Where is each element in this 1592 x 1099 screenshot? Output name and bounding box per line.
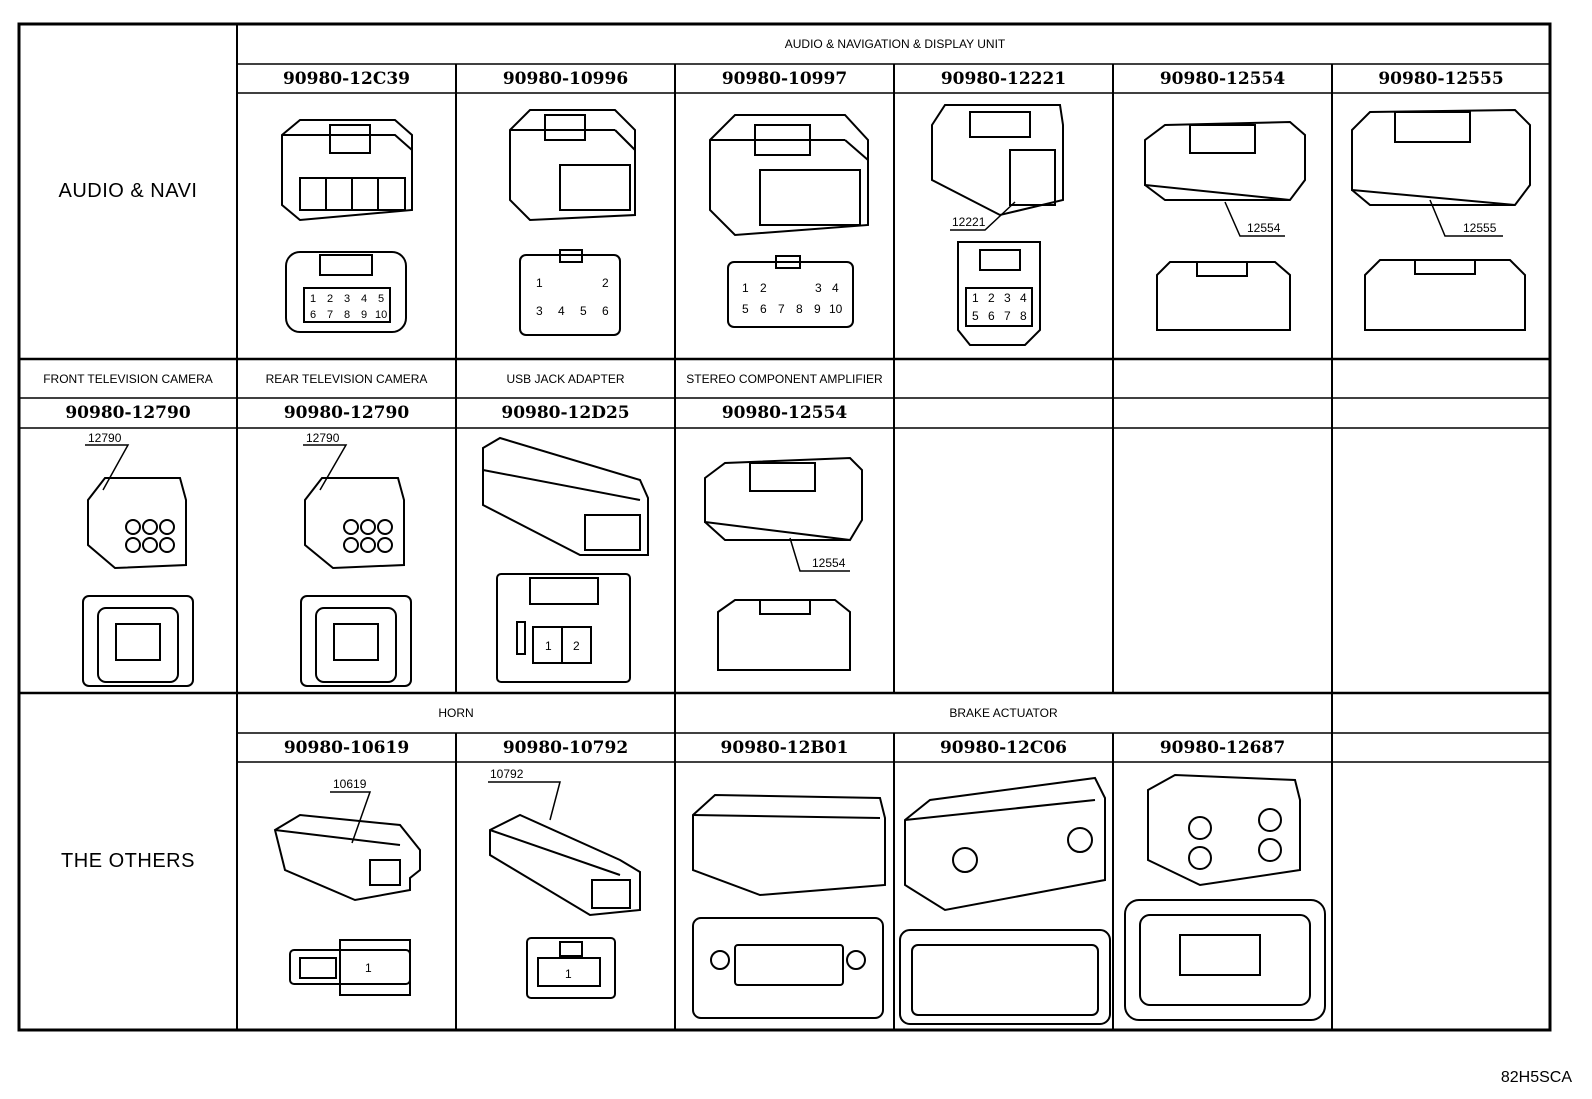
pin-number: 5 xyxy=(378,293,384,305)
connector-90980-12C06-drawing xyxy=(899,776,1111,1025)
pin-number: 10 xyxy=(375,309,387,321)
pin-number: 10 xyxy=(829,302,843,316)
callout-label: 12555 xyxy=(1463,221,1497,235)
part-number: 90980-10996 xyxy=(502,68,629,89)
part-number: 90980-12C39 xyxy=(282,68,411,89)
pin-number: 4 xyxy=(1020,291,1027,305)
connector-90980-12687-drawing xyxy=(1124,773,1326,1021)
pins-horn: 1 1 xyxy=(365,961,572,981)
pin-number: 7 xyxy=(1004,309,1011,323)
callout-label: 10792 xyxy=(490,767,524,781)
pin-number: 2 xyxy=(573,639,580,653)
pin-number: 6 xyxy=(760,302,767,316)
pins-12221: 1 2 3 4 5 6 7 8 xyxy=(972,291,1027,323)
callout-label: 12790 xyxy=(306,431,340,445)
pin-number: 1 xyxy=(565,967,572,981)
pin-number: 5 xyxy=(972,309,979,323)
part-number: 90980-12D25 xyxy=(501,403,630,423)
pin-number: 1 xyxy=(536,276,543,290)
group-usb-jack-adapter: USB JACK ADAPTER xyxy=(506,371,625,386)
pin-number: 2 xyxy=(988,291,995,305)
group-audio-navigation-display-unit: AUDIO & NAVIGATION & DISPLAY UNIT xyxy=(784,36,1006,51)
pin-number: 5 xyxy=(742,302,749,316)
group-brake-actuator: BRAKE ACTUATOR xyxy=(949,706,1058,720)
connector-90980-12554-drawing xyxy=(1144,120,1306,331)
pin-number: 4 xyxy=(558,304,565,318)
callout-label: 12554 xyxy=(1247,221,1281,235)
connector-90980-12790-rear-drawing xyxy=(300,477,412,687)
pin-number: 4 xyxy=(832,281,839,295)
part-number: 90980-12687 xyxy=(1159,737,1286,758)
callout-label: 10619 xyxy=(333,777,367,791)
figure-code: 82H5SCA xyxy=(1500,1069,1572,1086)
pin-number: 2 xyxy=(760,281,767,295)
pin-number: 2 xyxy=(327,293,333,305)
part-number: 90980-10619 xyxy=(283,737,410,758)
pin-number: 7 xyxy=(327,309,333,321)
pin-number: 1 xyxy=(310,293,316,305)
pin-number: 9 xyxy=(814,302,821,316)
callout-label: 12790 xyxy=(88,431,122,445)
pins-10997: 1 2 3 4 5 6 7 8 9 10 xyxy=(742,281,843,316)
part-number: 90980-10792 xyxy=(502,737,629,758)
pin-number: 6 xyxy=(988,309,995,323)
pin-number: 3 xyxy=(1004,291,1011,305)
connector-90980-12221-drawing xyxy=(931,104,1064,346)
connector-90980-10996-drawing xyxy=(509,109,636,336)
pin-number: 6 xyxy=(310,309,316,321)
pin-number: 1 xyxy=(365,961,372,975)
pin-number: 2 xyxy=(602,276,609,290)
pin-number: 3 xyxy=(344,293,350,305)
connector-90980-12D25-drawing xyxy=(482,436,649,683)
pin-number: 4 xyxy=(361,293,367,305)
pin-number: 3 xyxy=(815,281,822,295)
pin-number: 3 xyxy=(536,304,543,318)
group-stereo-component-amplifier: STEREO COMPONENT AMPLIFIER xyxy=(686,371,883,386)
group-front-television-camera: FRONT TELEVISION CAMERA xyxy=(43,371,213,386)
part-number: 90980-12C06 xyxy=(939,737,1068,758)
connector-90980-12554-stereo-drawing xyxy=(704,456,863,671)
pin-number: 7 xyxy=(778,302,785,316)
pins-12D25: 1 2 xyxy=(545,639,580,653)
pin-number: 8 xyxy=(1020,309,1027,323)
pin-number: 1 xyxy=(972,291,979,305)
part-number: 90980-12B01 xyxy=(720,737,849,758)
part-number: 90980-12790 xyxy=(65,403,191,423)
pins-12C39: 1 2 3 4 5 6 7 8 9 10 xyxy=(310,293,387,321)
group-rear-television-camera: REAR TELEVISION CAMERA xyxy=(265,371,428,386)
connector-90980-12555-drawing xyxy=(1351,108,1531,331)
group-horn: HORN xyxy=(438,706,474,720)
pin-number: 1 xyxy=(742,281,749,295)
pin-number: 9 xyxy=(361,309,367,321)
part-number: 90980-12554 xyxy=(721,403,848,423)
part-number: 90980-12555 xyxy=(1378,68,1504,89)
pin-number: 8 xyxy=(344,309,350,321)
part-number: 90980-12790 xyxy=(283,403,410,423)
connector-90980-10792-drawing xyxy=(489,813,641,999)
category-audio-navi: AUDIO & NAVI xyxy=(58,180,198,202)
pin-number: 5 xyxy=(580,304,587,318)
pin-number: 1 xyxy=(545,639,552,653)
part-number: 90980-12554 xyxy=(1159,68,1286,89)
pins-10996: 1 2 3 4 5 6 xyxy=(536,276,609,318)
connector-90980-12790-front-drawing xyxy=(82,477,194,687)
connector-90980-10619-drawing xyxy=(273,813,421,996)
pin-number: 6 xyxy=(602,304,609,318)
connector-90980-10997-drawing xyxy=(709,114,869,328)
part-number: 90980-12221 xyxy=(940,68,1067,89)
callout-label: 12554 xyxy=(812,556,846,570)
callout-label: 12221 xyxy=(952,215,986,229)
part-number: 90980-10997 xyxy=(721,68,848,89)
connector-90980-12B01-drawing xyxy=(692,793,886,1019)
pin-number: 8 xyxy=(796,302,803,316)
category-the-others: THE OTHERS xyxy=(61,850,195,872)
connector-90980-12C39-drawing xyxy=(281,119,413,333)
